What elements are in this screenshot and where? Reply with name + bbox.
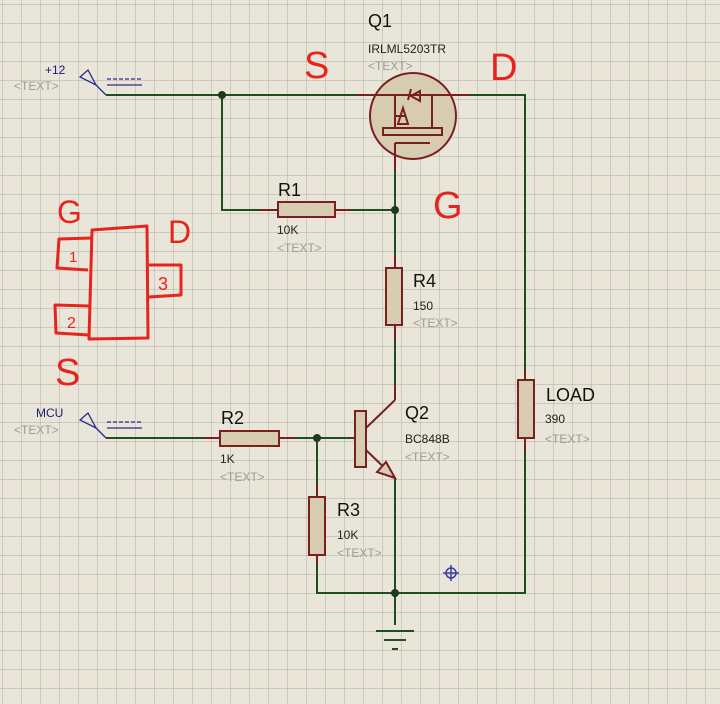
junctions [218,91,399,597]
component-value: 1K [220,452,235,466]
ground-symbol[interactable] [376,630,414,650]
junction-vplus [218,91,226,99]
resistor-symbol-icon [308,485,326,565]
component-value: 390 [545,412,565,426]
resistor-symbol-icon [205,430,295,447]
terminal-name: +12 [45,63,66,77]
pinout-source-label: S [55,352,80,394]
component-ref: R4 [413,271,436,291]
wire-drain-to-load [470,94,526,380]
component-ref: Q1 [368,11,392,31]
annotation-q1-gate: G [433,185,463,227]
pinout-pin-2: 2 [67,315,76,332]
component-value: BC848B [405,432,450,446]
component-r4[interactable]: R4 150 <TEXT> [385,255,458,340]
component-load[interactable]: LOAD 390 <TEXT> [517,370,595,450]
component-text-placeholder: <TEXT> [368,59,413,73]
terminal-vplus[interactable]: +12 <TEXT> [14,63,142,96]
component-r1[interactable]: R1 10K <TEXT> [260,180,350,255]
component-value: 150 [413,299,433,313]
component-q1[interactable]: Q1 IRLML5203TR <TEXT> [357,11,470,170]
component-text-placeholder: <TEXT> [337,546,382,560]
pmos-symbol-icon [357,72,470,170]
component-ref: LOAD [546,385,595,405]
terminal-arrow-icon [78,411,142,439]
component-r2[interactable]: R2 1K <TEXT> [205,408,295,484]
resistor-symbol-icon [517,370,535,450]
npn-transistor-symbol-icon [350,385,398,480]
terminal-arrow-icon [78,68,142,96]
component-text-placeholder: <TEXT> [405,450,450,464]
resistor-symbol-icon [385,255,403,340]
junction-base [313,434,321,442]
wire-r1-loop [221,95,260,211]
terminal-mcu[interactable]: MCU <TEXT> [14,406,142,439]
terminal-name: MCU [36,406,63,420]
junction-gate [391,206,399,214]
component-text-placeholder: <TEXT> [220,470,265,484]
component-text-placeholder: <TEXT> [413,316,458,330]
component-r3[interactable]: R3 10K <TEXT> [308,485,382,565]
pinout-pin-1: 1 [69,249,77,266]
pinout-pin-3: 3 [158,274,168,294]
pinout-gate-label: G [57,194,82,230]
component-text-placeholder: <TEXT> [277,241,322,255]
wire-r3-to-gnd [316,450,526,594]
component-q2[interactable]: Q2 BC848B <TEXT> [350,385,450,480]
component-ref: Q2 [405,403,429,423]
resistor-symbol-icon [260,201,350,218]
annotation-q1-source: S [304,45,329,87]
origin-marker-icon [443,565,459,581]
component-ref: R1 [278,180,301,200]
component-value: IRLML5203TR [368,42,446,56]
component-value: 10K [277,223,298,237]
junction-gnd [391,589,399,597]
sot23-pinout-sketch: G D S 1 2 3 [53,194,191,394]
terminal-text-placeholder: <TEXT> [14,423,59,437]
pinout-drain-label: D [168,214,191,250]
component-ref: R2 [221,408,244,428]
annotation-q1-drain: D [490,47,517,89]
component-value: 10K [337,528,358,542]
component-text-placeholder: <TEXT> [545,432,590,446]
handwritten-annotations: S D G G D S 1 2 3 [53,45,517,394]
component-ref: R3 [337,500,360,520]
terminal-text-placeholder: <TEXT> [14,79,59,93]
